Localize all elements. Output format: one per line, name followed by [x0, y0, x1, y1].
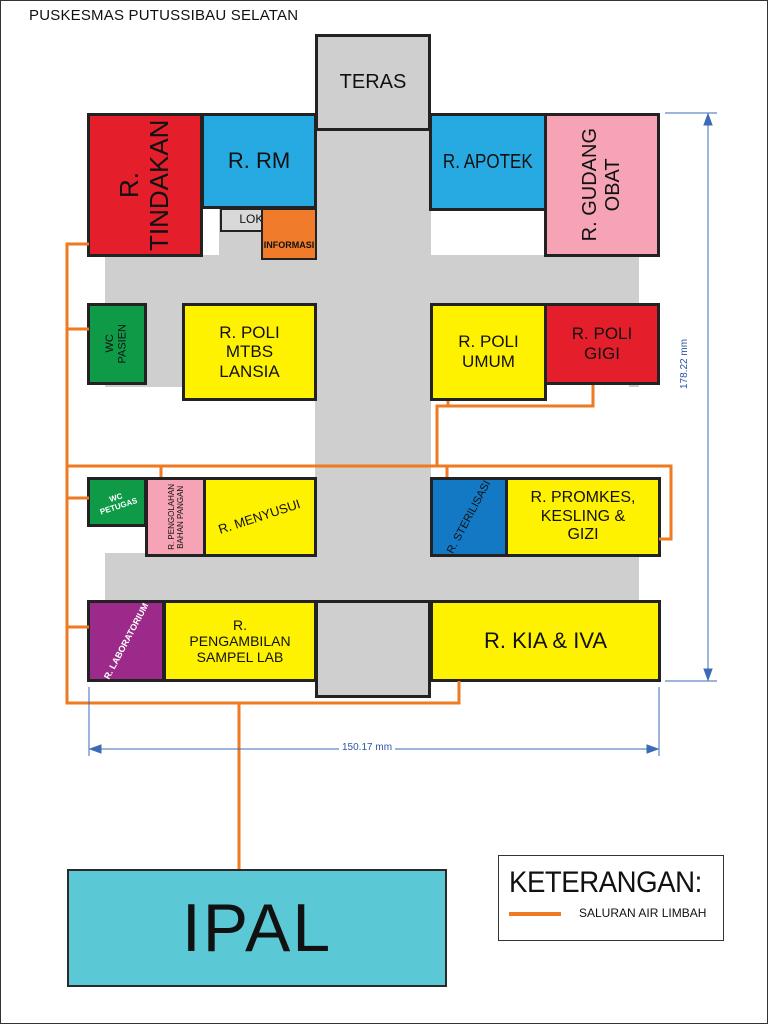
room-entrance-gray — [315, 600, 431, 698]
dimension-height-label: 178.22 mm — [679, 336, 690, 391]
room-wc-petugas: WC PETUGAS — [87, 477, 147, 527]
room-pengolahan-bahan-pangan: R. PENGOLAHAN BAHAN PANGAN — [145, 477, 207, 557]
room-rm: R. RM — [201, 113, 317, 209]
sewage-line-poli — [435, 401, 450, 466]
corridor-central — [315, 113, 431, 605]
legend: KETERANGAN: SALURAN AIR LIMBAH — [498, 855, 724, 941]
sewage-lines — [65, 242, 673, 869]
room-wc-pasien: WC PASIEN — [87, 303, 147, 385]
legend-line-swatch — [509, 912, 561, 916]
legend-title: KETERANGAN: — [509, 866, 702, 899]
room-laboratorium: R. LABORATORIUM — [87, 600, 165, 682]
room-poli-gigi: R. POLI GIGI — [544, 303, 660, 385]
room-gudang-obat: R. GUDANG OBAT — [544, 113, 660, 257]
legend-item-label: SALURAN AIR LIMBAH — [579, 906, 707, 920]
room-tindakan: R. TINDAKAN — [87, 113, 203, 257]
room-teras: TERAS — [315, 34, 431, 131]
sewage-line-gigi — [448, 385, 595, 408]
room-informasi: INFORMASI — [261, 208, 317, 260]
room-promkes-kesling-gizi: R. PROMKES, KESLING & GIZI — [505, 477, 661, 557]
sewage-line-collector — [67, 464, 673, 541]
dimension-width-label: 150.17 mm — [339, 742, 396, 753]
corridor-lower — [105, 553, 639, 603]
room-kia-iva: R. KIA & IVA — [430, 600, 661, 682]
room-poli-mtbs-lansia: R. POLI MTBS LANSIA — [182, 303, 317, 401]
dimension-lines — [88, 112, 717, 756]
room-menyusui: R. MENYUSUI — [203, 477, 317, 557]
sewage-line-left-riser — [65, 242, 461, 705]
room-pengambilan-sampel-lab: R. PENGAMBILAN SAMPEL LAB — [163, 600, 317, 682]
ipal-box: IPAL — [67, 869, 447, 987]
page-title: PUSKESMAS PUTUSSIBAU SELATAN — [29, 7, 299, 24]
